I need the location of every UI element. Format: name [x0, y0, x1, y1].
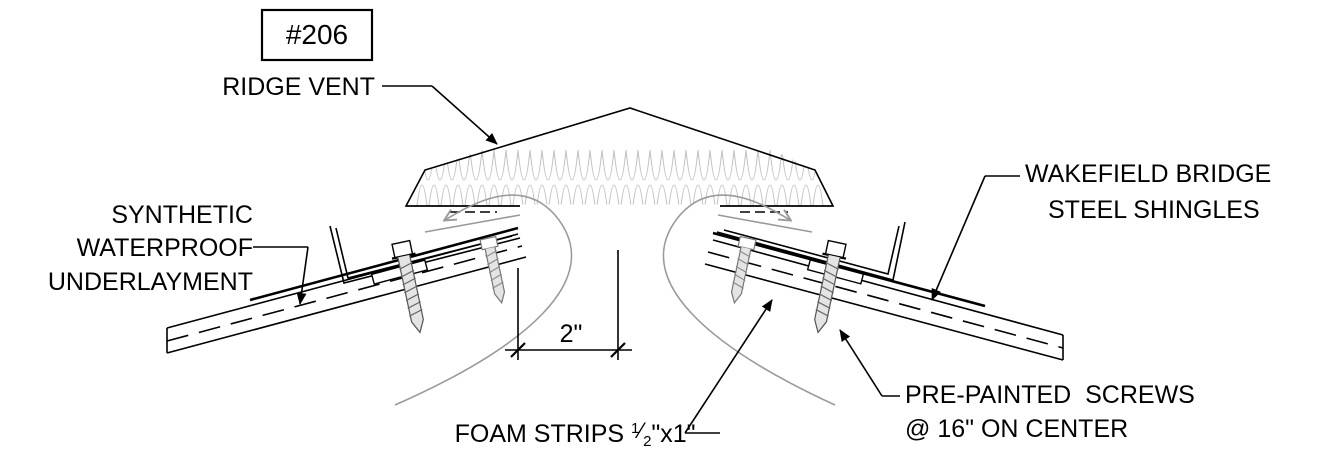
- callout-underlayment: SYNTHETIC WATERPROOF UNDERLAYMENT: [48, 201, 309, 305]
- screw-right-2: [730, 235, 757, 305]
- bearing-plate-left: [370, 259, 429, 285]
- underlayment-label-line3: UNDERLAYMENT: [48, 268, 253, 296]
- screw-right-1: [814, 239, 847, 334]
- underlayment-label-line1: SYNTHETIC: [111, 201, 253, 229]
- steel-shingle-left: [249, 225, 521, 302]
- callout-ridge-vent: RIDGE VENT: [222, 73, 498, 145]
- screws-label-line2: @ 16" ON CENTER: [905, 415, 1128, 443]
- callout-steel-shingles: WAKEFIELD BRIDGE STEEL SHINGLES: [931, 160, 1271, 301]
- airflow-path-left: [394, 194, 573, 406]
- detail-number-text: #206: [286, 19, 348, 50]
- screw-left-2: [479, 235, 506, 305]
- foam-strips-label: FOAM STRIPS 1⁄2"x1": [406, 418, 730, 450]
- airflow-arrows: [394, 194, 836, 406]
- foam-strips-prefix: FOAM STRIPS: [455, 420, 631, 448]
- underlayment-label-line2: WATERPROOF: [77, 234, 253, 262]
- dimension-gap-label: 2": [560, 320, 583, 348]
- shingles-label-line1: WAKEFIELD BRIDGE: [1025, 160, 1271, 188]
- ridge-vent: [404, 107, 835, 213]
- ridge-closure-right: [716, 221, 906, 281]
- airflow-path-right: [662, 194, 836, 406]
- foam-strips-fraction-den: 2: [643, 433, 651, 450]
- foam-strips-fraction-num: 1: [631, 420, 639, 437]
- callout-foam-strips: FOAM STRIPS 1⁄2"x1": [406, 299, 773, 450]
- detail-tag-box: [260, 8, 374, 62]
- dimension-gap: 2": [505, 250, 632, 360]
- shingles-label-line2: STEEL SHINGLES: [1048, 196, 1260, 224]
- detail-number-tag: #206: [260, 8, 374, 62]
- ridge-closure-left: [329, 225, 521, 284]
- screw-left-1: [391, 239, 424, 334]
- ridge-vent-label: RIDGE VENT: [222, 73, 375, 101]
- screws-label-line1: PRE-PAINTED SCREWS: [905, 381, 1195, 409]
- callout-screws: PRE-PAINTED SCREWS @ 16" ON CENTER: [839, 329, 1195, 443]
- insulation-hatch: [409, 149, 831, 206]
- foam-strips-suffix: "x1": [651, 420, 695, 448]
- roof-deck-right: [704, 239, 1064, 361]
